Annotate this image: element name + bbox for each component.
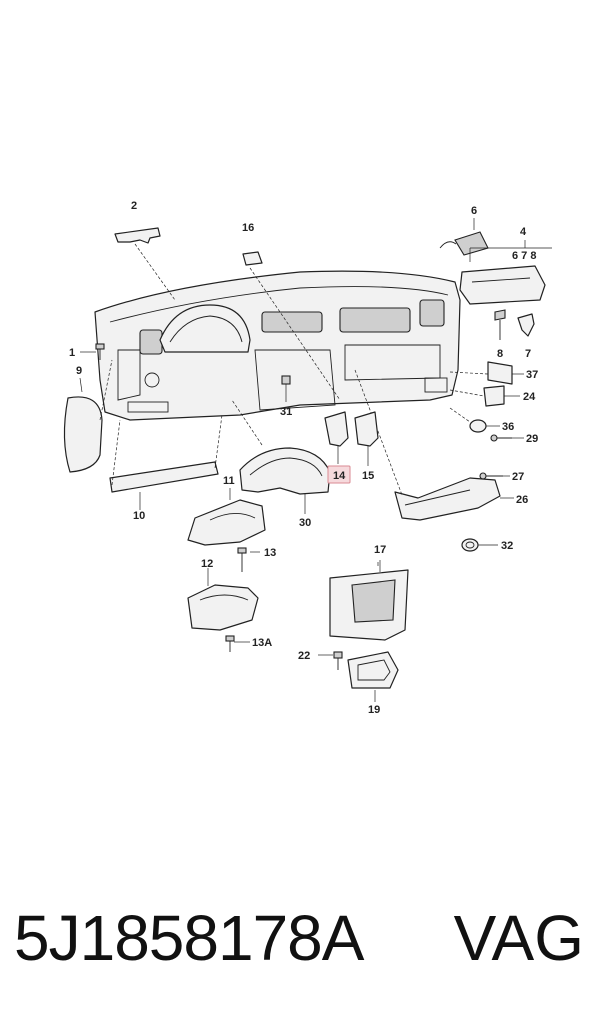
part-13a-screw xyxy=(225,635,250,652)
callout-14: 14 xyxy=(333,470,346,482)
part-29-pin xyxy=(490,434,512,442)
part-30-cluster-bezel xyxy=(231,399,331,495)
part-13-screw xyxy=(237,547,260,572)
callout-6: 6 xyxy=(471,205,477,217)
part-11-column-upper-cover xyxy=(187,488,266,546)
part-4-side-panel xyxy=(459,240,552,305)
callout-678: 6 7 8 xyxy=(512,250,536,262)
callout-37: 37 xyxy=(526,369,538,381)
callout-8: 8 xyxy=(497,348,503,360)
callout-2: 2 xyxy=(131,200,137,212)
callout-27: 27 xyxy=(512,471,524,483)
callout-13a: 13A xyxy=(252,637,272,649)
part-24-cover xyxy=(449,385,505,407)
part-37-bracket xyxy=(449,361,513,385)
callout-7: 7 xyxy=(525,348,531,360)
part-31-bracket xyxy=(281,375,291,402)
callout-30: 30 xyxy=(299,517,311,529)
part-19-frame xyxy=(347,651,399,702)
brand-label: VAG xyxy=(453,902,584,974)
callout-36: 36 xyxy=(502,421,514,433)
part-15-trim xyxy=(354,411,379,466)
part-36-ring xyxy=(449,407,487,433)
part-number: 5J1858178A xyxy=(14,902,364,974)
callout-19: 19 xyxy=(368,704,380,716)
part-22-screw xyxy=(318,651,343,670)
part-8-screw xyxy=(494,309,506,340)
part-6-knob xyxy=(439,218,489,256)
callout-22: 22 xyxy=(298,650,310,662)
callout-13: 13 xyxy=(264,547,276,559)
callout-9: 9 xyxy=(76,365,82,377)
callout-11: 11 xyxy=(223,475,235,487)
callout-16: 16 xyxy=(242,222,254,234)
part-14-trim xyxy=(324,411,349,464)
callout-10: 10 xyxy=(133,510,145,522)
callout-12: 12 xyxy=(201,558,213,570)
part-10-lower-strip xyxy=(109,414,223,493)
part-12-column-lower-cover xyxy=(187,584,259,631)
part-2-clip xyxy=(114,227,176,301)
part-26-lower-trim xyxy=(354,369,501,521)
callout-1: 1 xyxy=(69,347,75,359)
callout-17: 17 xyxy=(374,544,386,556)
dashboard-panel xyxy=(94,270,461,421)
callout-31: 31 xyxy=(280,406,292,418)
callout-14-highlight xyxy=(327,465,351,484)
part-27-screw xyxy=(479,472,503,480)
callout-32: 32 xyxy=(501,540,513,552)
part-7-bracket xyxy=(517,313,535,337)
callout-24: 24 xyxy=(523,391,536,403)
callout-15: 15 xyxy=(362,470,374,482)
footer: 5J1858178A VAG xyxy=(0,888,600,988)
part-32-grommet xyxy=(461,538,479,552)
callout-26: 26 xyxy=(516,494,528,506)
callout-29: 29 xyxy=(526,433,538,445)
callout-4: 4 xyxy=(520,226,527,238)
part-1-screw xyxy=(95,343,105,360)
part-17-console-insert xyxy=(329,560,409,641)
part-9-end-panel xyxy=(63,359,113,473)
part-16-pad xyxy=(242,251,341,401)
